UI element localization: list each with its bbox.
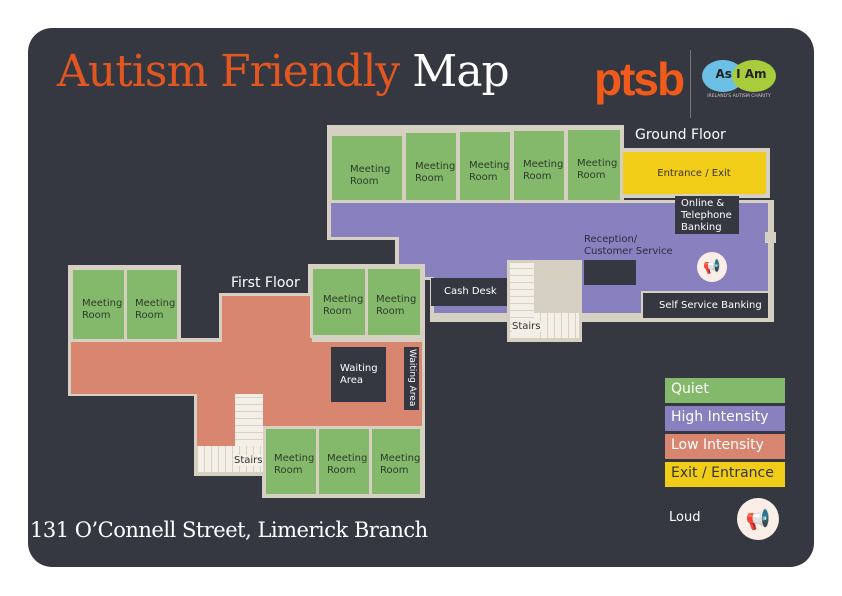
meeting-room: Meeting Room (365, 266, 423, 338)
legend-quiet: Quiet (665, 378, 785, 403)
meeting-room: Meeting Room (565, 127, 623, 203)
first-floor-label: First Floor (231, 275, 300, 291)
reception-desk (584, 260, 636, 285)
meeting-room: Meeting Room (329, 133, 405, 203)
meeting-room: Meeting Room (310, 266, 368, 338)
meeting-room: Meeting Room (263, 426, 319, 497)
meeting-room: Meeting Room (369, 426, 423, 497)
asiam-logo: As I Am IRELAND'S AUTISM CHARITY (700, 58, 778, 102)
legend-loud: Loud (669, 510, 701, 525)
meeting-room: Meeting Room (316, 426, 372, 497)
waiting-area: Waiting Area (331, 347, 386, 402)
logo-divider (690, 50, 691, 118)
ground-floor-label: Ground Floor (635, 127, 726, 143)
waiting-area-vertical-label: Waiting Area (407, 349, 417, 407)
self-service-banking: Self Service Banking (643, 293, 768, 318)
entrance-exit[interactable]: Entrance / Exit (622, 152, 766, 194)
first-stairs (235, 394, 263, 446)
first-stairs-label: Stairs (234, 455, 263, 466)
ptsb-logo: ptsb (594, 53, 685, 105)
cash-desk: Cash Desk (431, 278, 507, 306)
meeting-room: Meeting Room (403, 130, 459, 203)
legend-high-intensity: High Intensity (665, 406, 785, 431)
ground-stairs-label: Stairs (512, 321, 541, 332)
loud-megaphone-icon: 📢 (697, 252, 727, 282)
meeting-room: Meeting Room (124, 267, 180, 342)
address: 131 O’Connell Street, Limerick Branch (30, 518, 428, 542)
legend-exit-entrance: Exit / Entrance (665, 462, 785, 487)
page-title: Autism Friendly Map (57, 46, 510, 97)
meeting-room: Meeting Room (511, 128, 567, 203)
reception-label: Reception/ Customer Service (584, 234, 673, 257)
loud-megaphone-icon: 📢 (737, 498, 779, 540)
meeting-room: Meeting Room (457, 129, 513, 203)
waiting-area-vertical: Waiting Area (404, 347, 419, 410)
online-telephone-banking: Online & Telephone Banking (675, 196, 739, 234)
meeting-room: Meeting Room (70, 267, 127, 342)
legend-low-intensity: Low Intensity (665, 434, 785, 459)
